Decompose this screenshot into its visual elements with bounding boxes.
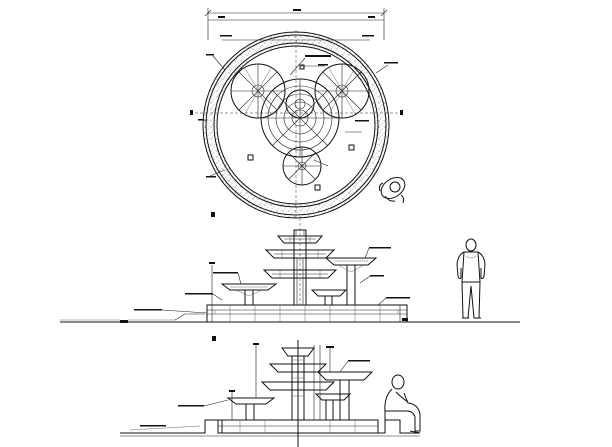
plan-umbrella-bottom (282, 146, 322, 186)
section-umbrella-right (314, 346, 374, 421)
elevation-center-fountain (262, 218, 338, 306)
elevation-base (206, 304, 408, 323)
plan-umbrella-right (314, 63, 370, 119)
section-level-marks (212, 336, 321, 420)
elevation-umbrella-right (324, 247, 391, 306)
section-umbrella-left (178, 390, 276, 421)
plan-view (190, 8, 406, 220)
plan-umbrella-center (260, 78, 340, 158)
plan-spout (247, 154, 254, 161)
plan-umbrella-left (230, 63, 286, 119)
elevation-umbrella-small (310, 289, 348, 306)
section-view (120, 336, 421, 447)
person-top-view-icon (378, 177, 406, 204)
section-ground (120, 419, 420, 437)
section-marker (211, 212, 215, 217)
elevation-level-marks (209, 262, 408, 322)
elevation-view (60, 218, 520, 323)
standing-person-figure (456, 238, 486, 319)
plan-dimension-top (204, 8, 388, 41)
elevation-umbrella-left (213, 272, 278, 306)
seated-person-figure (384, 374, 421, 434)
plan-spout (314, 184, 321, 191)
plan-callouts (198, 54, 398, 178)
elevation-callouts (134, 275, 410, 314)
plan-spout (348, 144, 355, 151)
plan-spout (299, 64, 305, 70)
